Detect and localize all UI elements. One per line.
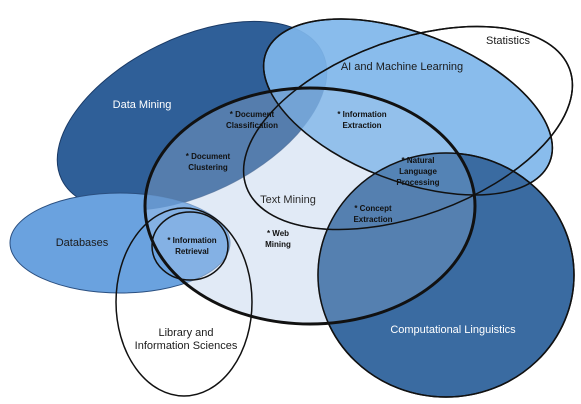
information-retrieval-circle xyxy=(151,211,229,281)
text-mining-label: Text Mining xyxy=(260,194,316,206)
information-extraction-label-2: Extraction xyxy=(342,121,381,130)
library-label-line2: Information Sciences xyxy=(135,340,238,352)
document-clustering-label: * Document xyxy=(186,152,231,161)
web-mining-label: * Web xyxy=(267,229,289,238)
text-mining-outline xyxy=(143,86,477,326)
ai-ml-label: AI and Machine Learning xyxy=(341,61,463,73)
web-mining-label-2: Mining xyxy=(265,240,291,249)
document-classification-label: * Document xyxy=(230,110,275,119)
statistics-label: Statistics xyxy=(486,35,531,47)
concept-extraction-label: * Concept xyxy=(354,204,392,213)
information-extraction-label: * Information xyxy=(337,110,386,119)
information-retrieval-label-2: Retrieval xyxy=(175,247,209,256)
document-clustering-label-2: Clustering xyxy=(188,163,228,172)
nlp-label: * Natural xyxy=(402,156,435,165)
data-mining-label: Data Mining xyxy=(113,99,172,111)
comp-ling-label: Computational Linguistics xyxy=(390,324,516,336)
ai-ml-outline xyxy=(262,18,554,196)
statistics-outline xyxy=(242,25,574,231)
nlp-label-3: Processing xyxy=(396,178,439,187)
databases-label: Databases xyxy=(56,237,109,249)
nlp-label-2: Language xyxy=(399,167,437,176)
comp-ling-outline xyxy=(317,152,575,398)
library-label-line1: Library and xyxy=(158,327,213,339)
concept-extraction-label-2: Extraction xyxy=(353,215,392,224)
library-ellipse xyxy=(115,207,253,397)
information-retrieval-label: * Information xyxy=(167,236,216,245)
document-classification-label-2: Classification xyxy=(226,121,278,130)
